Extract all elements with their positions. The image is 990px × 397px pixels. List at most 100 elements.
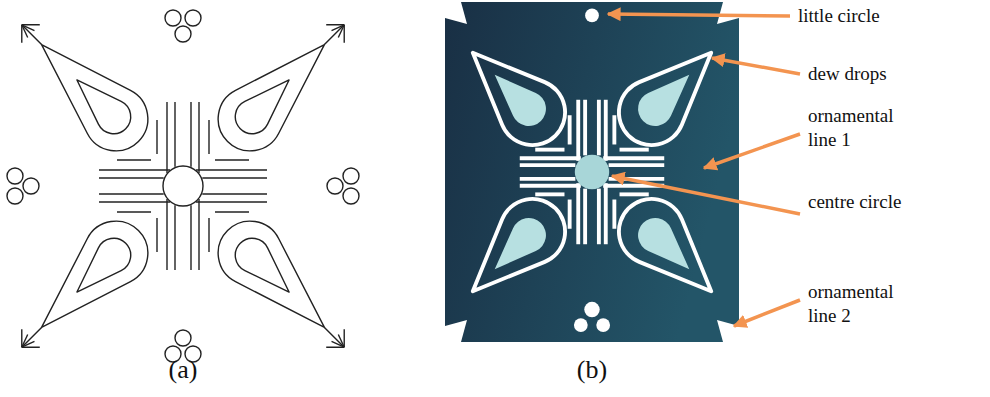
ornamental-line (520, 156, 581, 160)
ornamental-line (99, 177, 164, 178)
little-circle (343, 188, 359, 204)
ornamental-line (156, 120, 157, 154)
part-label: centre circle (808, 190, 901, 214)
ornamental-line (166, 102, 167, 173)
ornamental-line (202, 177, 267, 178)
little-circle (175, 26, 191, 42)
ornamental-line (604, 183, 608, 244)
part-label: ornamental line 1 (808, 104, 920, 152)
ornamental-line (535, 192, 564, 196)
dew-drop-inner (65, 68, 138, 141)
little-circle (742, 165, 756, 179)
ornamental-line (576, 183, 580, 244)
ornamental-line (597, 189, 601, 245)
dew-drop (605, 30, 734, 159)
ornamental-line (568, 200, 572, 229)
ornamental-line (99, 193, 164, 194)
ornamental-line (196, 201, 267, 202)
ornamental-line (335, 335, 348, 348)
little-circle (23, 178, 39, 194)
ornamental-line (174, 205, 175, 270)
little-circle (574, 318, 588, 332)
ornamental-line (215, 211, 249, 212)
dew-drop (205, 22, 347, 164)
dew-drop (205, 208, 347, 350)
ornamental-line (208, 120, 209, 154)
little-circle (7, 188, 23, 204)
little-circle (584, 302, 599, 317)
ornamental-line (324, 327, 344, 347)
dew-drop-inner (228, 68, 301, 141)
ornamental-line (117, 159, 151, 160)
tile-ground (445, 2, 739, 342)
little-circle (596, 318, 610, 332)
ornamental-line (198, 102, 199, 173)
ornamental-line (174, 102, 175, 167)
ornamental-line (190, 205, 191, 270)
centre-circle (163, 166, 203, 206)
dew-drop (450, 185, 579, 314)
little-circle (429, 165, 443, 179)
part-label: dew drops (808, 62, 887, 86)
ornamental-line (568, 115, 572, 144)
ornamental-line (117, 211, 151, 212)
little-circle (343, 168, 359, 184)
ornamental-line (22, 25, 42, 45)
ornamental-line (324, 25, 344, 45)
little-circle (585, 9, 599, 23)
ornamental-line (609, 163, 665, 167)
little-circle (175, 330, 191, 346)
little-circle (165, 10, 181, 26)
ornamental-line (215, 159, 249, 160)
part-label: ornamental line 2 (808, 280, 920, 328)
ornamental-line (99, 201, 170, 202)
ornamental-line (603, 156, 664, 160)
panel-caption: (a) (169, 355, 198, 385)
dew-drop-inner (631, 63, 702, 134)
leader-arrow (612, 176, 800, 214)
dew-drop-inner (65, 231, 138, 304)
ornamental-line (18, 25, 31, 38)
panel-caption: (b) (577, 355, 607, 385)
ornamental-line (196, 169, 267, 170)
corner-ornament (445, 320, 467, 342)
corner-ornament (445, 2, 467, 24)
ornamental-line (620, 192, 649, 196)
ornamental-line (612, 115, 616, 144)
part-label: little circle (798, 4, 880, 28)
ornamental-line (208, 218, 209, 252)
dew-drop (450, 30, 579, 159)
ornamental-line (202, 193, 267, 194)
ornamental-line (520, 184, 581, 188)
ornamental-line (190, 102, 191, 167)
leader-arrow (734, 300, 800, 326)
ornamental-line (612, 200, 616, 229)
ornamental-line (99, 169, 170, 170)
ornamental-line (597, 100, 601, 156)
leader-arrow (712, 58, 800, 74)
corner-ornament (717, 2, 739, 24)
dew-drop (605, 185, 734, 314)
ornamental-line (604, 100, 608, 161)
centre-circle (575, 155, 609, 189)
ornamental-line (583, 100, 587, 156)
motif (429, 9, 756, 332)
ornamental-line (520, 163, 576, 167)
ornamental-line (22, 327, 42, 347)
ornamental-line (166, 199, 167, 270)
dew-drop (19, 22, 161, 164)
ornamental-line (535, 148, 564, 152)
motif (0, 2, 367, 370)
little-circle (7, 168, 23, 184)
dew-drop-inner (631, 211, 702, 282)
ornamental-line (583, 189, 587, 245)
ornamental-line (22, 338, 35, 351)
ornamental-line (156, 218, 157, 252)
ornamental-line (332, 21, 345, 34)
dew-drop (19, 208, 161, 350)
little-circle (185, 10, 201, 26)
ornamental-line (576, 100, 580, 161)
leader-arrow (608, 14, 790, 16)
little-circle (327, 178, 343, 194)
ornamental-line (198, 199, 199, 270)
